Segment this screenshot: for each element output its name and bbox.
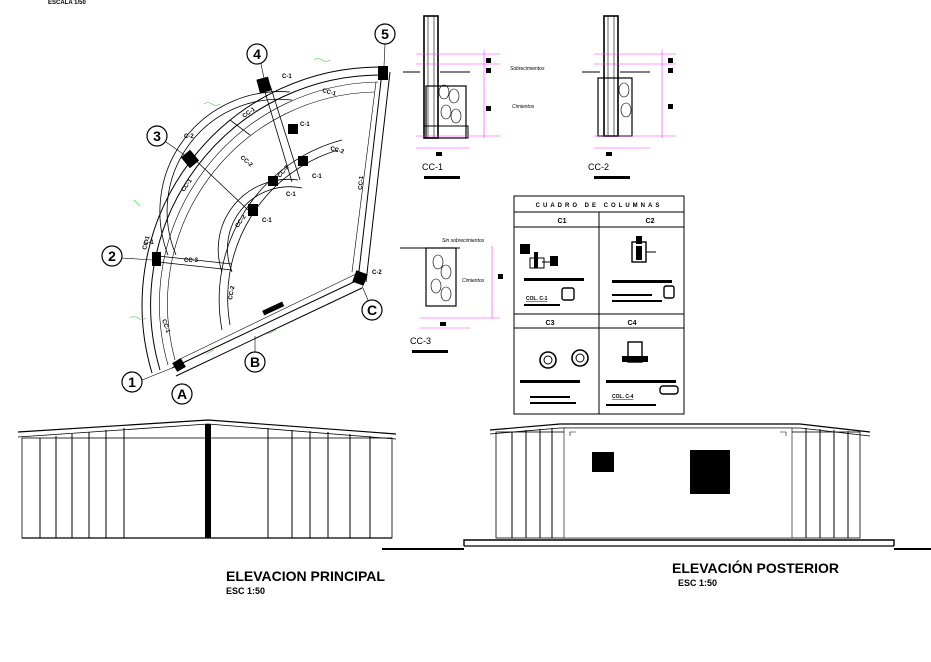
plan-tag: C-1: [300, 122, 310, 128]
plan-beam-tag: CC-2: [228, 285, 236, 300]
grid-bubble-A: A: [171, 383, 193, 405]
cc3-title: CC-3: [410, 336, 431, 346]
plan-tag: C-1: [312, 174, 322, 180]
grid-bubble-3: 3: [146, 125, 187, 157]
column-table-title: CUADRO DE COLUMNAS: [536, 203, 663, 209]
elevation-principal-scale: ESC 1:50: [226, 586, 265, 596]
plan-tag: C-2: [184, 134, 194, 140]
plan-tag: C-1: [262, 218, 272, 224]
grid-bubble-5: 5: [374, 23, 396, 67]
column-header-c4: C4: [628, 320, 637, 327]
svg-text:B: B: [250, 354, 260, 370]
plan-beam-tag: CC-1: [321, 88, 337, 98]
grid-bubble-B: B: [244, 336, 266, 373]
cc1-sobrecimientos-label: Sobrecimientos: [510, 66, 545, 72]
plan-beam-tag: CC-2: [329, 146, 345, 156]
section-cc-1: Sobrecimientos Cimientos CC-1: [403, 15, 545, 179]
plan-beam-tag: CC-1: [142, 235, 152, 251]
grid-bubble-1: 1: [121, 367, 173, 393]
cc2-title: CC-2: [588, 162, 609, 172]
elevation-principal: ELEVACION PRINCIPAL ESC 1:50: [17, 419, 397, 596]
column-header-c1: C1: [558, 218, 567, 225]
plan-beam-tag: CC-2: [239, 155, 254, 169]
section-cc-3: Sin sobrecimientos Cimientos CC-3: [400, 238, 503, 353]
cc1-cimientos-label: Cimientos: [512, 104, 535, 110]
column-c4-detail-label: COL. C-4: [612, 394, 634, 400]
header-scale-note: ESCALA 1/50: [48, 0, 86, 6]
elevation-posterior: ELEVACIÓN POSTERIOR ESC 1:50: [382, 423, 931, 588]
section-cc-2: CC-2: [582, 15, 676, 179]
column-header-c3: C3: [546, 320, 555, 327]
grid-bubble-2: 2: [101, 245, 153, 267]
svg-text:1: 1: [128, 374, 136, 390]
plan-beam-tag: CC-1: [242, 106, 257, 119]
elevation-posterior-scale: ESC 1:50: [678, 578, 717, 588]
grid-bubble-C: C: [361, 285, 383, 321]
cc3-sin-sobrecimientos-label: Sin sobrecimientos: [442, 238, 485, 244]
plan-tag: C-1: [144, 240, 154, 246]
plan-tag: C-1: [282, 74, 292, 80]
plan-beam-tag: CC-1: [358, 175, 365, 190]
column-header-c2: C2: [646, 218, 655, 225]
plan-beam-tag: CC-1: [160, 319, 171, 335]
column-c1-detail-label: COL. C-1: [526, 296, 548, 302]
grid-bubble-4: 4: [246, 43, 268, 79]
plan-beam-tag: CC-1: [181, 178, 194, 193]
cc1-title: CC-1: [422, 162, 443, 172]
elevation-posterior-title: ELEVACIÓN POSTERIOR: [672, 559, 839, 576]
svg-text:2: 2: [108, 248, 116, 264]
cc3-cimientos-label: Cimientos: [462, 278, 485, 284]
plan-tag: C-1: [286, 192, 296, 198]
plan-tag: C-2: [372, 270, 382, 276]
floor-plan: C-1 C-1 C-1 C-1 C-1 C-2 C-2 C-1 CC-1 CC-…: [101, 23, 396, 405]
svg-text:3: 3: [153, 128, 161, 144]
plan-beam-tag: CC-3: [184, 258, 199, 264]
svg-text:5: 5: [381, 26, 389, 42]
svg-text:A: A: [177, 386, 187, 402]
column-table: CUADRO DE COLUMNAS C1 C2 C3 C4 COL. C-1: [513, 195, 685, 415]
svg-text:C: C: [367, 302, 377, 318]
svg-text:4: 4: [253, 46, 261, 62]
elevation-principal-title: ELEVACION PRINCIPAL: [226, 568, 385, 584]
